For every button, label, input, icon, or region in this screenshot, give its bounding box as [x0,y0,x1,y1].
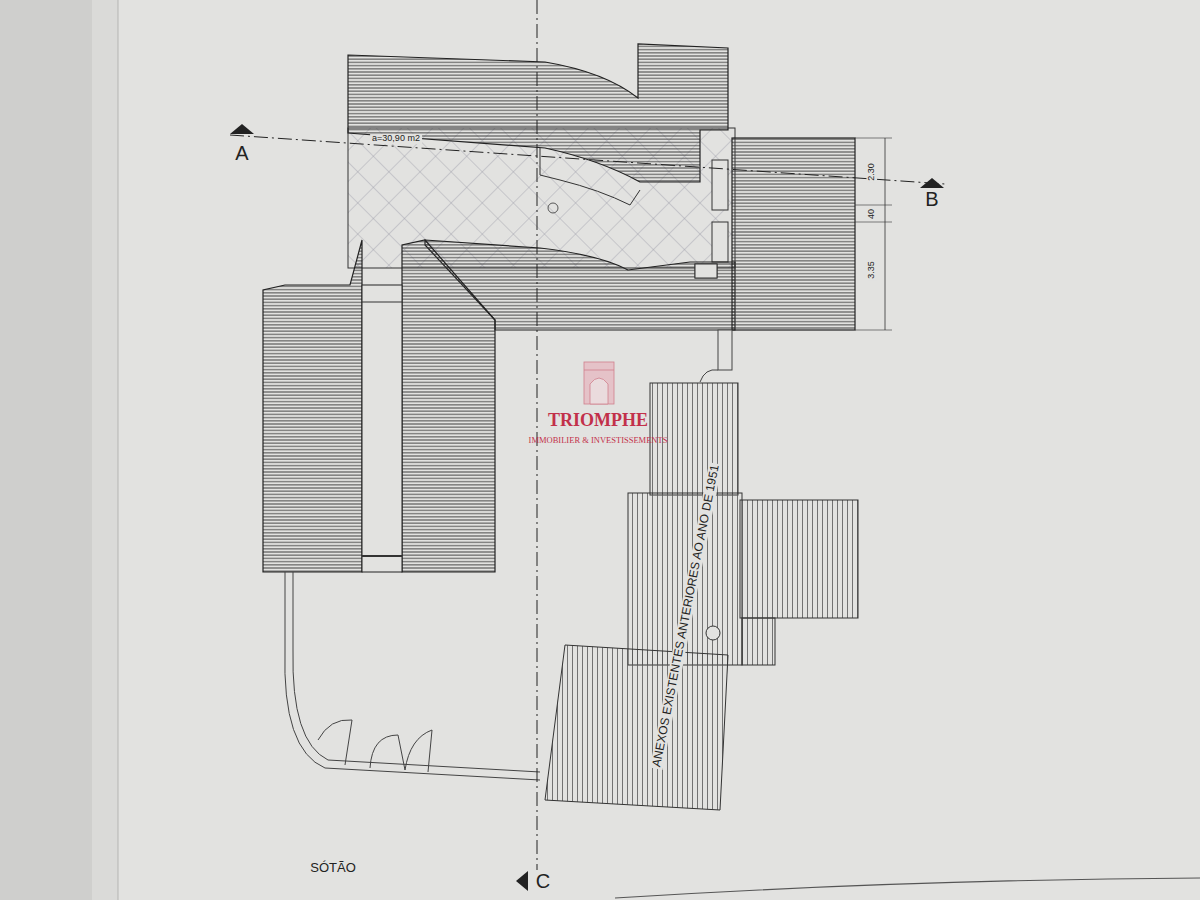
watermark: IMMOBILIER & INVESTISSEMENTS [529,436,668,445]
sheet-name: SÓTÃO [310,861,356,875]
section-letter: B [925,188,938,210]
section-letter: C [536,870,550,892]
dimension: 40 [867,207,877,221]
watermark: TRIOMPHE [548,411,648,431]
area-label: a=30,90 m2 [370,134,422,144]
dimension: 2.30 [867,161,877,183]
section-letter: A [235,142,248,164]
dimension: 3.35 [867,259,877,281]
watermark-logo [584,362,614,404]
